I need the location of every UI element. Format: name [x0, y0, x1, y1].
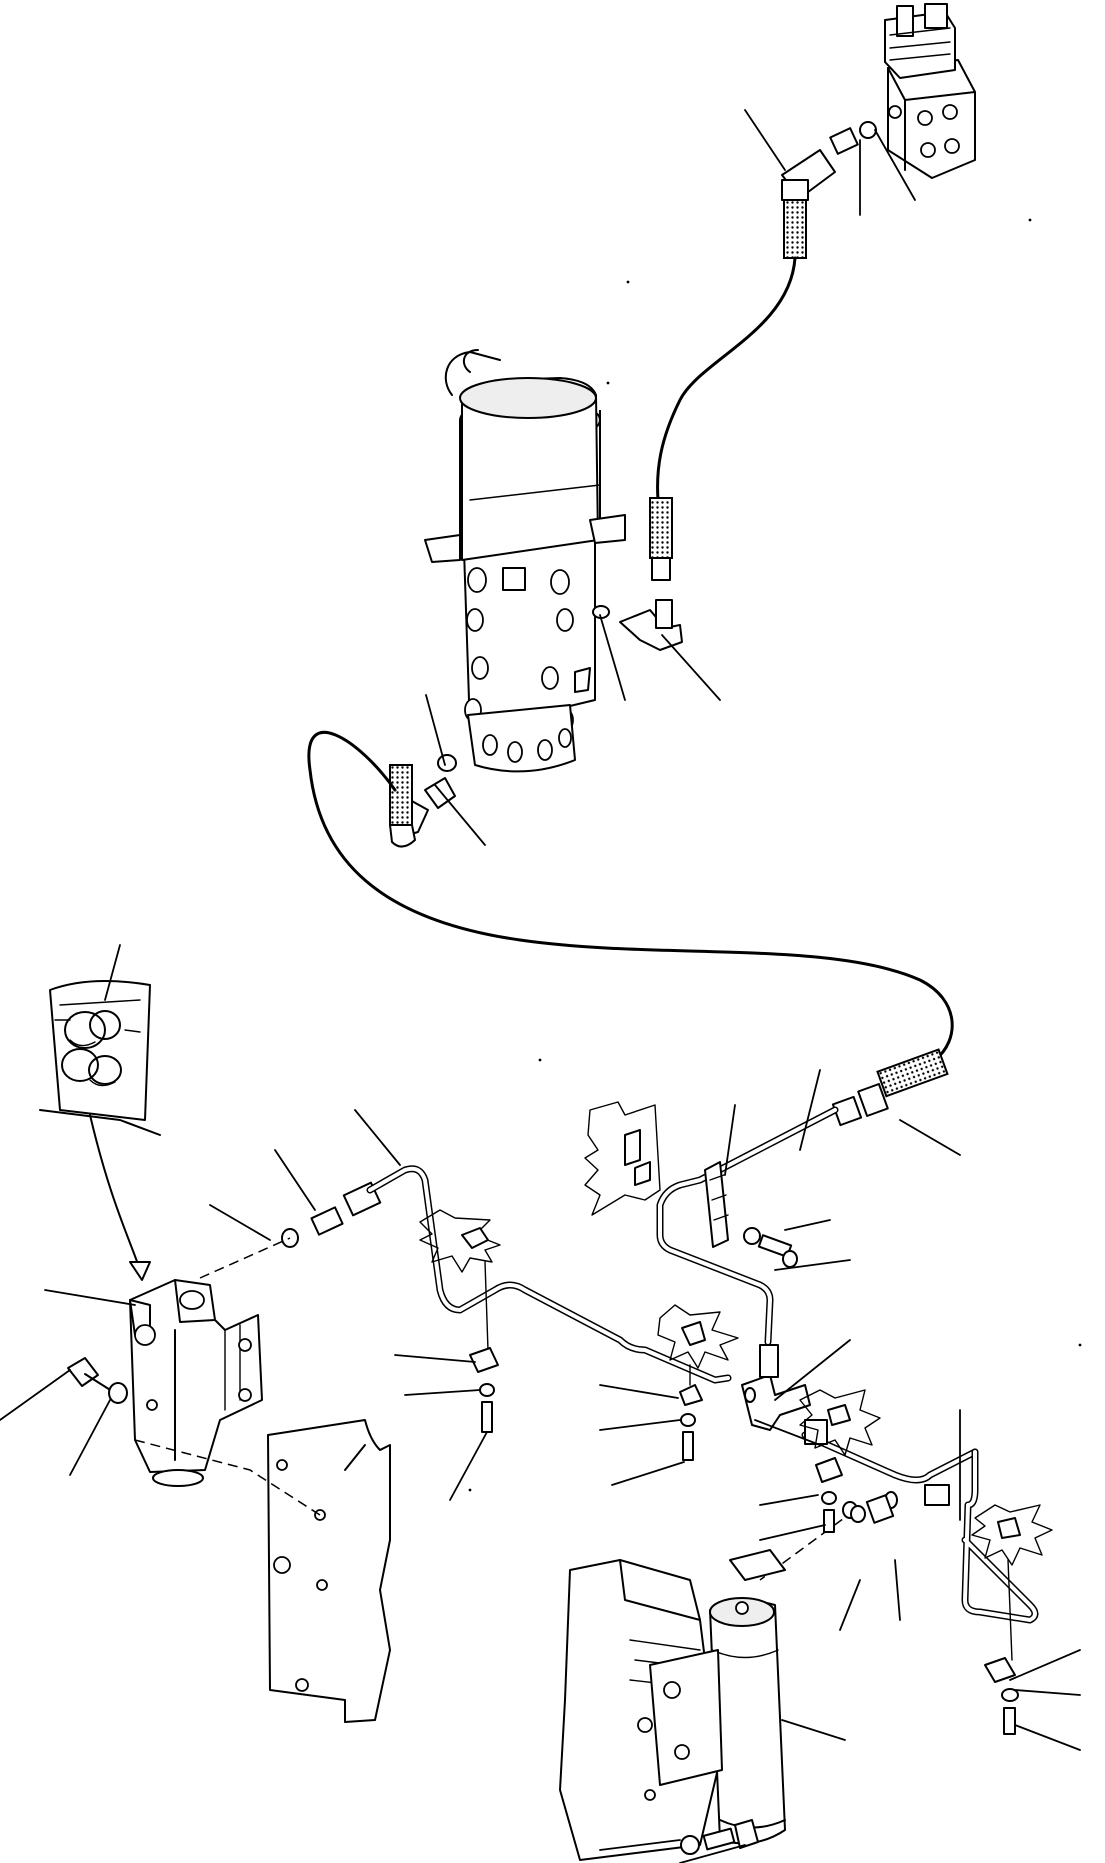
rotary-joint	[424, 349, 626, 773]
brake-valve-bolt	[67, 1357, 128, 1404]
clip-detail-4	[799, 1389, 881, 1456]
rotary-joint-lower-fitting	[389, 754, 457, 848]
mounting-plate-left	[134, 1419, 391, 1723]
print-specks	[468, 218, 1082, 1492]
brake-cylinder-bolt	[680, 1819, 759, 1855]
right-upper-pipe	[656, 1106, 839, 1346]
left-brake-pipe	[366, 1165, 732, 1384]
tee-connector	[741, 1344, 811, 1431]
top-fitting	[829, 121, 877, 155]
pipe-block-clamp	[704, 1161, 798, 1268]
top-valve-block	[884, 3, 976, 179]
clip-detail-5	[971, 1504, 1053, 1661]
pipe-clamp-3	[815, 1457, 843, 1533]
top-hose-elbow	[781, 149, 836, 259]
main-hose	[307, 730, 954, 1062]
clip-detail-3	[584, 1101, 661, 1216]
clip-detail-1	[419, 1209, 501, 1351]
main-hose-end	[831, 1048, 949, 1127]
leader-lines	[0, 109, 1081, 1863]
clip-detail-2	[657, 1304, 739, 1386]
brake-cylinder-fittings	[850, 1494, 895, 1524]
upper-hose	[656, 256, 797, 502]
pipe-clamp-2	[679, 1384, 703, 1461]
pipe-clamp-1	[469, 1347, 499, 1433]
upper-hose-lower-end	[649, 497, 673, 581]
pipe-clamp-4	[984, 1657, 1019, 1735]
seal-kit-bag	[39, 980, 161, 1281]
brake-valve-fittings	[199, 1181, 382, 1279]
brake-cylinder	[649, 1549, 786, 1845]
brake-valve	[129, 1279, 263, 1487]
